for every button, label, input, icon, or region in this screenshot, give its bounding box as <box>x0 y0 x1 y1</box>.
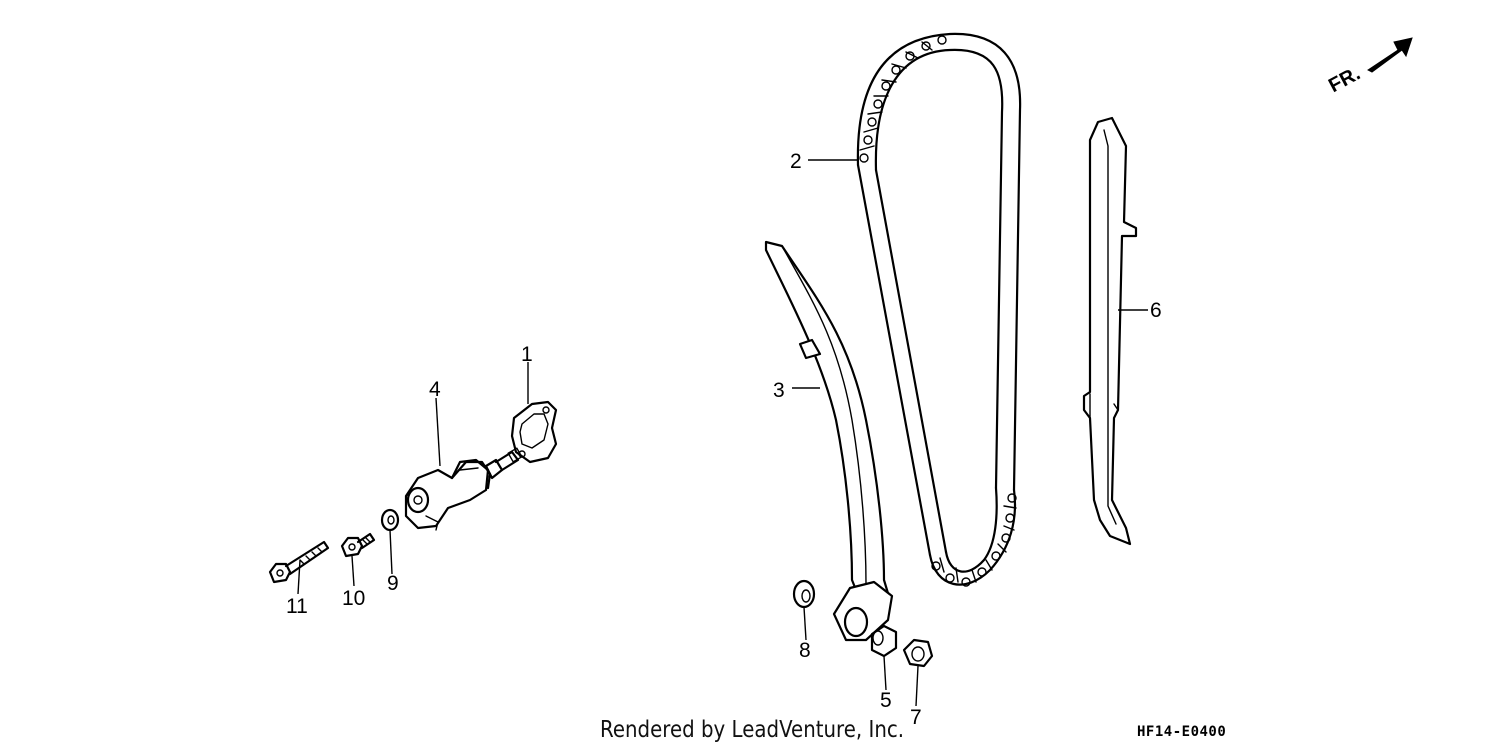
cam-chain-tensioner-arm <box>764 240 894 642</box>
callout-7: 7 <box>910 706 922 729</box>
flange-bolt-short <box>340 532 376 558</box>
callout-2: 2 <box>790 150 802 173</box>
rendered-by-credit: Rendered by LeadVenture, Inc. <box>600 717 905 743</box>
callout-9: 9 <box>387 572 399 595</box>
flange-bolt-long <box>268 540 330 584</box>
callout-10: 10 <box>342 587 365 610</box>
cam-chain <box>856 32 1022 587</box>
callout-11: 11 <box>286 595 308 618</box>
callout-leaders <box>297 159 1148 707</box>
callout-1: 1 <box>521 343 533 366</box>
front-direction-arrow-icon: FR. <box>1325 37 1413 98</box>
sealing-washer <box>380 508 400 532</box>
front-direction-label: FR. <box>1325 63 1364 98</box>
callout-4: 4 <box>429 378 441 401</box>
callout-6: 6 <box>1150 299 1162 322</box>
cam-chain-tensioner-lifter <box>404 447 523 531</box>
diagram-code: HF14-E0400 <box>1137 724 1227 740</box>
cam-chain-guide <box>1082 116 1138 546</box>
callout-5: 5 <box>880 689 892 712</box>
tensioner-gasket <box>510 400 558 464</box>
callout-3: 3 <box>773 379 785 402</box>
pivot-collar <box>870 624 898 658</box>
arm-washer <box>792 579 816 609</box>
callout-8: 8 <box>799 639 811 662</box>
flange-nut <box>902 638 934 668</box>
